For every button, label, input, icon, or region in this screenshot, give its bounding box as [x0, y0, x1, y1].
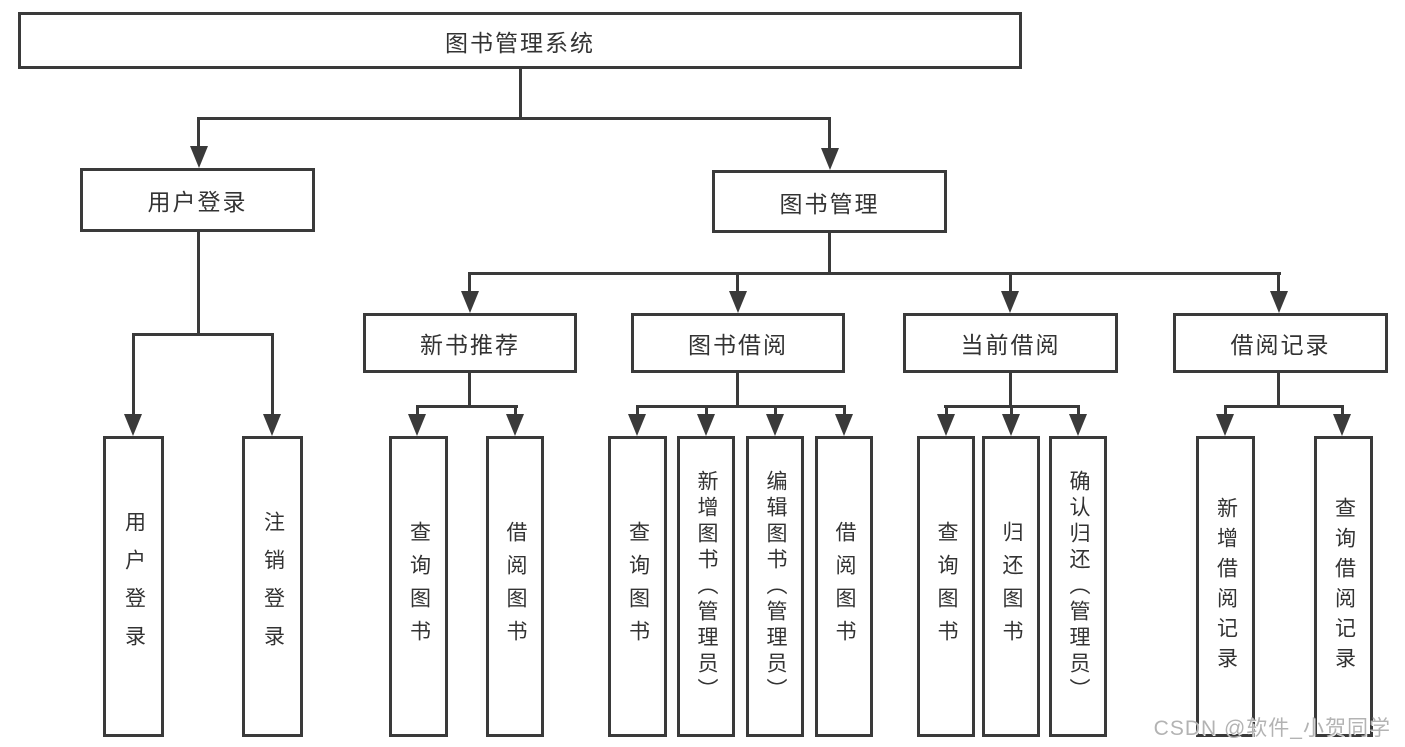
leaf-cb-query-books: 查询图书 [917, 436, 975, 737]
arrowhead-bb-add-icon [697, 414, 715, 436]
edge-bb-borrow-stem [843, 405, 846, 417]
edge-to-leaf-logout [271, 333, 274, 415]
edge-bb-query-stem [636, 405, 639, 417]
arrowhead-leaf-logout-icon [263, 414, 281, 436]
edge-br-add-stem [1224, 405, 1227, 417]
edge-book-borrow-rail [636, 405, 846, 408]
node-current-borrow: 当前借阅 [903, 313, 1118, 373]
leaf-cb-confirm-return-admin: 确认归还（管理员） [1049, 436, 1107, 737]
edge-level2-rail [468, 272, 1281, 275]
arrowhead-cb-confirm-icon [1069, 414, 1087, 436]
edge-to-current-borrow [1009, 272, 1012, 296]
leaf-bb-borrow-books: 借阅图书 [815, 436, 873, 737]
arrowhead-cb-query-icon [937, 414, 955, 436]
edge-new-book-drop [468, 373, 471, 408]
arrowhead-leaf-user-login-icon [124, 414, 142, 436]
edge-level1-rail [197, 117, 831, 120]
edge-to-new-book [468, 272, 471, 296]
node-book-management: 图书管理 [712, 170, 947, 233]
edge-borrow-records-rail [1224, 405, 1344, 408]
leaf-bb-add-books-admin: 新增图书（管理员） [677, 436, 735, 737]
edge-new-book-rail [416, 405, 518, 408]
arrowhead-borrow-records-icon [1270, 291, 1288, 313]
leaf-nb-borrow-books: 借阅图书 [486, 436, 544, 737]
arrowhead-bb-query-icon [628, 414, 646, 436]
arrowhead-book-management-icon [821, 148, 839, 170]
arrowhead-nb-borrow-icon [506, 414, 524, 436]
arrowhead-new-book-icon [461, 291, 479, 313]
edge-book-management-drop [828, 233, 831, 275]
leaf-br-add-record: 新增借阅记录 [1196, 436, 1255, 737]
edge-to-user-login [197, 117, 200, 148]
edge-root-drop [519, 69, 522, 119]
edge-book-borrow-drop [736, 373, 739, 408]
edge-cb-return-stem [1010, 405, 1013, 417]
edge-to-borrow-records [1277, 272, 1280, 296]
edge-borrow-records-drop [1277, 373, 1280, 408]
arrowhead-bb-edit-icon [766, 414, 784, 436]
arrowhead-br-add-icon [1216, 414, 1234, 436]
node-borrow-records: 借阅记录 [1173, 313, 1388, 373]
arrowhead-user-login-icon [190, 146, 208, 168]
arrowhead-nb-query-icon [408, 414, 426, 436]
edge-bb-edit-stem [774, 405, 777, 417]
leaf-cb-return-books: 归还图书 [982, 436, 1040, 737]
leaf-br-query-record: 查询借阅记录 [1314, 436, 1373, 737]
edge-to-book-borrow [736, 272, 739, 296]
arrowhead-book-borrow-icon [729, 291, 747, 313]
node-library-management-system: 图书管理系统 [18, 12, 1022, 69]
leaf-user-login: 用户登录 [103, 436, 164, 737]
edge-cb-query-stem [945, 405, 948, 417]
arrowhead-br-query-icon [1333, 414, 1351, 436]
edge-current-borrow-drop [1009, 373, 1012, 408]
leaf-logout-login: 注销登录 [242, 436, 303, 737]
arrowhead-current-borrow-icon [1001, 291, 1019, 313]
edge-user-login-drop [197, 232, 200, 336]
arrowhead-bb-borrow-icon [835, 414, 853, 436]
edge-user-login-rail [132, 333, 274, 336]
edge-br-query-stem [1341, 405, 1344, 417]
edge-to-leaf-user-login [132, 333, 135, 415]
node-new-book-recommend: 新书推荐 [363, 313, 577, 373]
edge-nb-query-stem [416, 405, 419, 417]
edge-to-book-management [828, 117, 831, 150]
edge-cb-confirm-stem [1077, 405, 1080, 417]
node-user-login: 用户登录 [80, 168, 315, 232]
arrowhead-cb-return-icon [1002, 414, 1020, 436]
edge-bb-add-stem [705, 405, 708, 417]
leaf-bb-query-books: 查询图书 [608, 436, 667, 737]
edge-nb-borrow-stem [514, 405, 517, 417]
csdn-watermark: CSDN @软件_小贺同学 [1153, 717, 1391, 740]
leaf-nb-query-books: 查询图书 [389, 436, 448, 737]
node-book-borrow: 图书借阅 [631, 313, 845, 373]
leaf-bb-edit-books-admin: 编辑图书（管理员） [746, 436, 804, 737]
